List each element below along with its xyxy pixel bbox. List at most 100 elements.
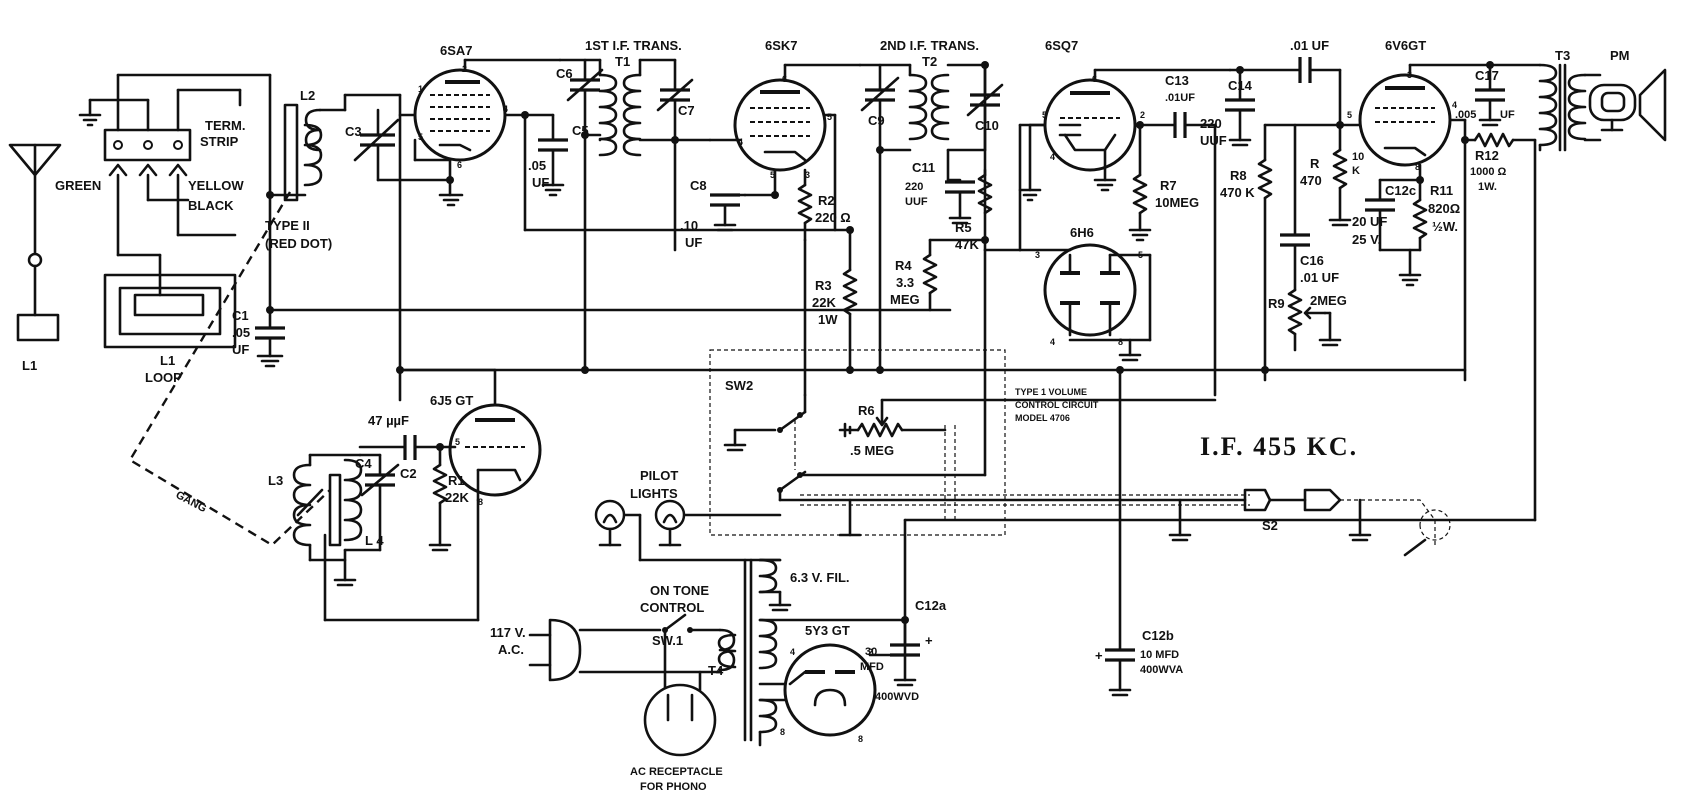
c11-val1: 220 — [905, 181, 923, 193]
svg-text:5: 5 — [1042, 110, 1047, 120]
svg-text:2: 2 — [1140, 110, 1145, 120]
ac-volts: 117 V. — [490, 625, 526, 640]
c5-val1: .05 — [528, 158, 546, 173]
c12b-val2: 400WVA — [1140, 664, 1183, 676]
c7-label: C7 — [678, 103, 695, 118]
c1-val1: .05 — [232, 325, 250, 340]
resistor-r4: R4 3.3 MEG — [890, 238, 987, 312]
capacitor-c4: C4 — [343, 453, 400, 552]
output-transformer-t3: T3 — [1538, 48, 1587, 152]
resistor-r3: R3 22K 1W — [812, 228, 858, 372]
c8-val1: .10 — [680, 218, 698, 233]
capacitor-c11: C11 220 UUF — [905, 148, 975, 225]
resistor-r1: R1 22K — [428, 445, 469, 552]
c12c-label: C12c — [1385, 183, 1416, 198]
svg-text:8: 8 — [1415, 162, 1420, 172]
coil-l2: L2 TYPE II (RED DOT) — [265, 88, 402, 251]
c16-label: C16 — [1300, 253, 1324, 268]
loop-antenna: L1 LOOP — [103, 273, 237, 385]
svg-text:3: 3 — [1035, 250, 1040, 260]
gang-label: GANG — [174, 489, 209, 515]
switch-sw2: SW2 — [723, 378, 807, 493]
c1-label: C1 — [232, 308, 249, 323]
yellow-label: YELLOW — [188, 178, 244, 193]
vol-note1: TYPE 1 VOLUME — [1015, 387, 1087, 397]
r10-val1: 470 — [1300, 173, 1322, 188]
c13-val: .01UF — [1165, 92, 1195, 104]
svg-text:4: 4 — [738, 137, 743, 147]
c9-label: C9 — [868, 113, 885, 128]
svg-text:8: 8 — [780, 727, 785, 737]
capacitor-c3: C3 — [345, 108, 452, 182]
c12c-val3: 25 V. — [1352, 232, 1381, 247]
r12-val1: 1000 Ω — [1470, 166, 1507, 178]
c10-label: C10 — [975, 118, 999, 133]
resistor-r12: R12 1000 Ω 1W. — [1463, 132, 1537, 193]
ac-label: A.C. — [498, 642, 524, 657]
capacitor-c14: C14 220 UUF — [1200, 68, 1255, 148]
r11-val1: 820Ω — [1428, 201, 1460, 216]
svg-text:8: 8 — [858, 734, 863, 744]
svg-text:4: 4 — [1452, 100, 1457, 110]
capacitor-c12a: C12a + 30 MFD 400WVD — [860, 598, 947, 703]
resistor-r2: R2 220 Ω — [797, 168, 851, 242]
resistor-r11: R11 820Ω ½W. — [1412, 178, 1460, 252]
c14-val2: UUF — [1200, 133, 1227, 148]
c12c-val1: 20 — [1352, 214, 1366, 229]
c12a-val1: 30 — [865, 646, 877, 658]
r8-label: R8 — [1230, 168, 1247, 183]
svg-text:5: 5 — [827, 112, 832, 122]
if-frequency: I.F. 455 KC. — [1200, 432, 1358, 461]
r11-val2: ½W. — [1432, 219, 1458, 234]
fil-label: 6.3 V. FIL. — [790, 570, 850, 585]
capacitor-c12c: C12c 20 UF 25 V. — [1352, 178, 1422, 252]
tube-5y3gt: 5Y3 GT 4 2 8 8 — [780, 623, 877, 744]
t1-ref: T1 — [615, 54, 630, 69]
t2-ref: T2 — [922, 54, 937, 69]
r3-label: R3 — [815, 278, 832, 293]
svg-text:4: 4 — [1050, 337, 1055, 347]
r4-val1: 3.3 — [896, 275, 914, 290]
speaker-pm: PM — [1583, 48, 1667, 142]
r9-label: R9 — [1268, 296, 1285, 311]
svg-text:8: 8 — [478, 497, 483, 507]
c5-val2: UF — [532, 175, 549, 190]
r12-label: R12 — [1475, 148, 1499, 163]
ac-receptacle: AC RECEPTACLE FOR PHONO — [630, 683, 723, 793]
svg-text:5: 5 — [455, 437, 460, 447]
shielded-cable — [800, 425, 1250, 520]
c13-label: C13 — [1165, 73, 1189, 88]
vol-note2: CONTROL CIRCUIT — [1015, 400, 1099, 410]
resistor-r7: R7 10MEG — [1128, 123, 1199, 242]
capacitor-c17: C17 .005 UF — [1455, 63, 1515, 127]
t4-ref: T4 — [708, 663, 724, 678]
antenna-l1: L1 — [8, 143, 62, 373]
svg-text:4: 4 — [1050, 152, 1055, 162]
r10-label: R — [1310, 156, 1320, 171]
l3-label: L3 — [268, 473, 283, 488]
tube-6h6: 6H6 3 5 4 8 — [1035, 225, 1143, 347]
r3-val1: 22K — [812, 295, 836, 310]
6j5gt-label: 6J5 GT — [430, 393, 473, 408]
power-transformer-t4: T4 — [708, 558, 907, 747]
r2-val: 220 Ω — [815, 210, 851, 225]
term-label: TERM. — [205, 118, 245, 133]
svg-text:1: 1 — [418, 84, 423, 94]
control-label: CONTROL — [640, 600, 704, 615]
r12-val2: 1W. — [1478, 181, 1497, 193]
r6-val: .5 MEG — [850, 443, 894, 458]
capacitor-c7: C7 — [638, 58, 712, 142]
c12a-val3: 400WVD — [875, 691, 919, 703]
resistor-r8: R8 470 K — [1220, 123, 1273, 382]
c12a-label: C12a — [915, 598, 947, 613]
resistor-r10: R 470 10 K — [1300, 123, 1364, 222]
capacitor-c9: C9 — [858, 63, 912, 152]
r10-val3: K — [1352, 165, 1360, 177]
capacitor-c13: C13 .01UF — [1165, 73, 1217, 138]
c6-label: C6 — [556, 66, 573, 81]
capacitor-c8: C8 .10 UF — [680, 178, 747, 250]
capacitor-c1: C1 .05 UF — [232, 308, 285, 368]
t2-title: 2ND I.F. TRANS. — [880, 38, 979, 53]
6sk7-label: 6SK7 — [765, 38, 798, 53]
svg-text:4: 4 — [503, 104, 508, 114]
